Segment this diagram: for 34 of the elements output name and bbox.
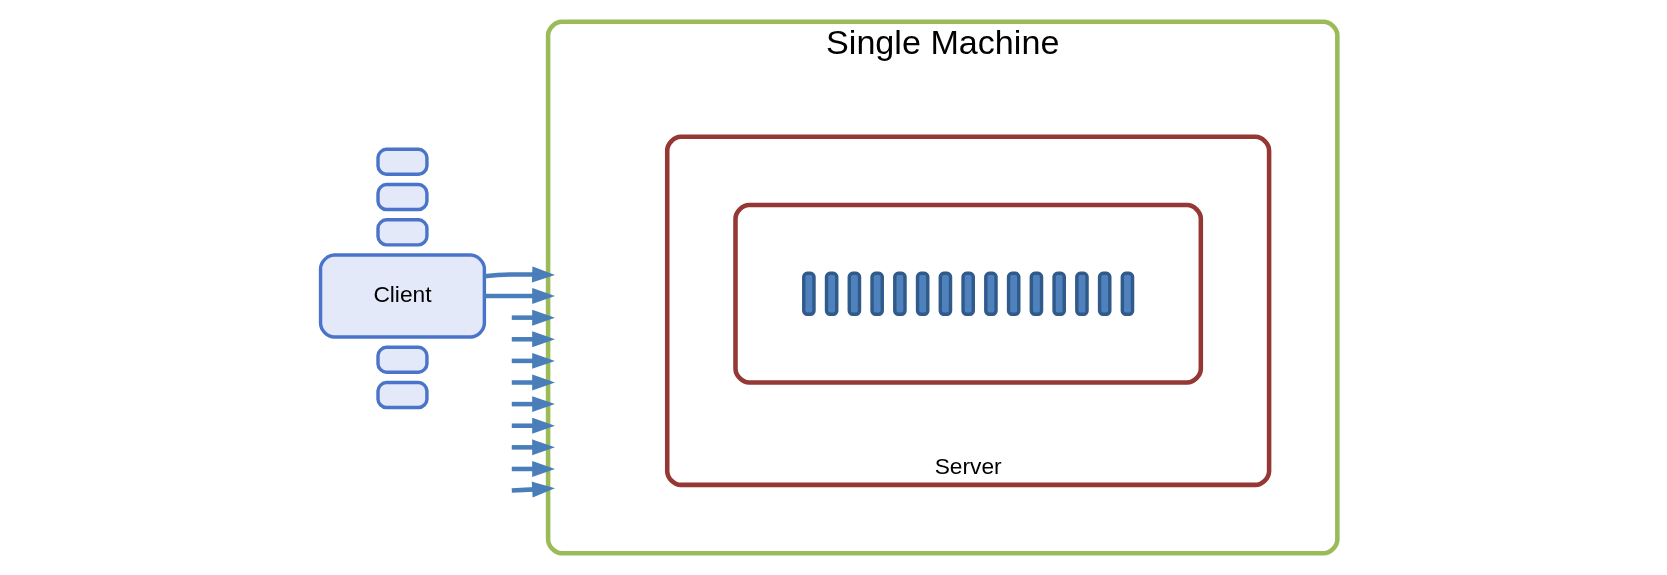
node-bar (1120, 271, 1135, 316)
arrow (511, 396, 555, 413)
node-bar (1097, 271, 1112, 316)
node-box: Client (318, 253, 487, 339)
arrow (511, 331, 555, 348)
arrow (511, 461, 555, 477)
arrow (511, 417, 555, 434)
arrow (511, 309, 555, 326)
arrow (511, 481, 555, 498)
arrow (511, 439, 555, 456)
node-box (376, 345, 429, 374)
node-bar (984, 271, 998, 316)
node-bar (915, 271, 930, 316)
cluster: Server (664, 134, 1272, 488)
arrow (484, 288, 555, 304)
node-bar (1006, 271, 1021, 316)
node-bar (893, 271, 907, 316)
node-box (376, 218, 429, 247)
node-bar (938, 271, 953, 316)
arrow (484, 266, 555, 283)
node-box (376, 147, 429, 176)
node-bar (1075, 271, 1089, 316)
node-bar (847, 271, 862, 316)
node-box (376, 380, 429, 410)
node-bar (1052, 271, 1066, 316)
cluster (733, 202, 1204, 385)
node-bar (824, 271, 839, 316)
node-bar (961, 271, 975, 316)
node-bar (802, 271, 816, 316)
arrow (511, 374, 555, 391)
node-box (376, 182, 429, 212)
arrow (511, 352, 555, 369)
node-bar (1029, 271, 1044, 316)
node-bar (870, 271, 884, 316)
